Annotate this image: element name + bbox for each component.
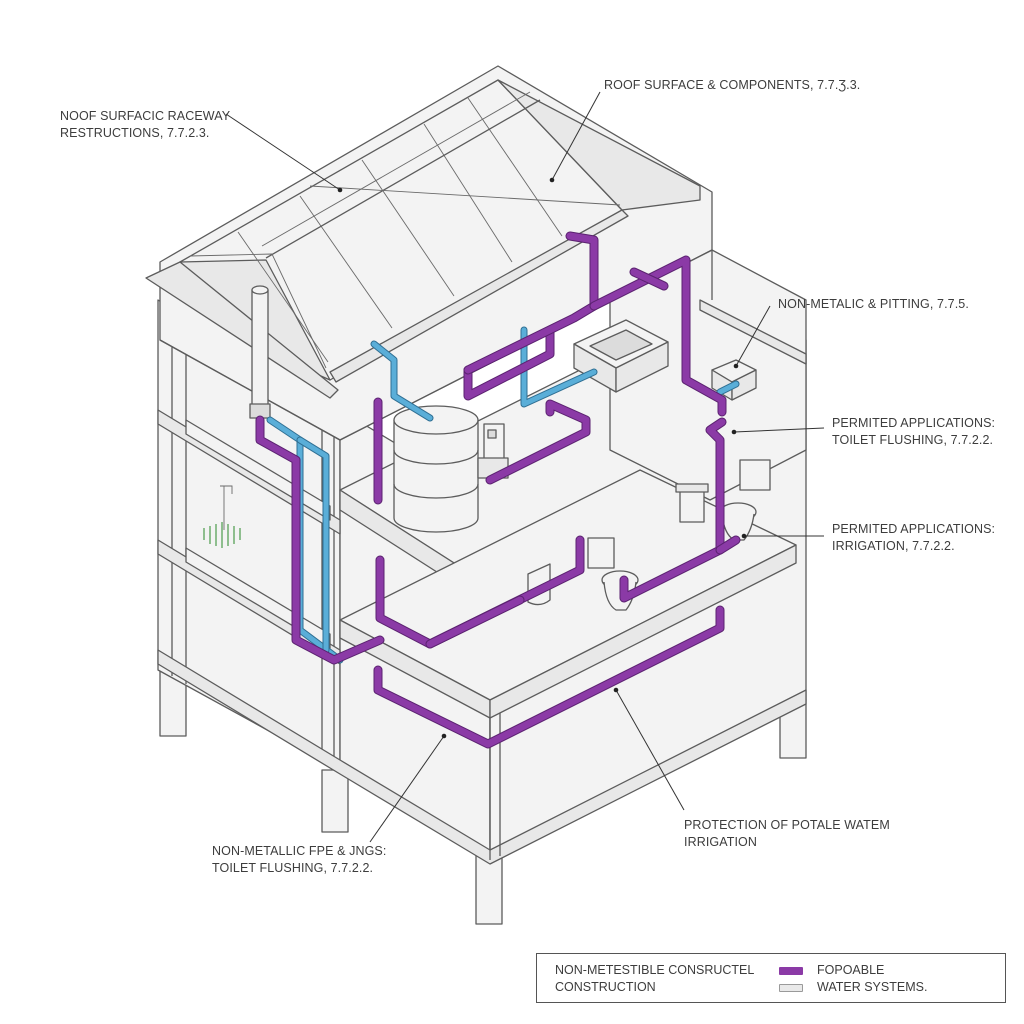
legend-left-line2: CONSTRUCTION (555, 980, 656, 994)
vent-stack (249, 285, 271, 419)
callout-protection-potable: PROTECTION OF POTALE WATEM IRRIGATION (684, 817, 890, 851)
control-box (711, 359, 757, 401)
legend-item2-label: WATER SYSTEMS. (817, 980, 928, 994)
callout-roof-surface: ROOF SURFACE & COMPONENTS, 7.7.Ʒ.3. (604, 77, 860, 94)
purple-pipes (255, 231, 741, 749)
callout-irrigation-line2: IRRIGATION, 7.7.2.2. (832, 539, 955, 553)
callout-non-metalic-pitting-line1: NON-METALIC & PITTING, 7.7.5. (778, 297, 969, 311)
callout-non-metallic-pipe: NON-METALLIC FPE & JNGS: TOILET FLUSHING… (212, 843, 386, 877)
leader-dots (337, 177, 747, 739)
legend-swatch-grey (779, 983, 803, 992)
legend-item1-label: FOPOABLE (817, 963, 885, 977)
storage-tank (393, 405, 479, 533)
callout-protection-line2: IRRIGATION (684, 835, 757, 849)
legend-swatch-purple (779, 966, 803, 975)
leader-lines (225, 91, 825, 843)
legend-item-grey: WATER SYSTEMS. (779, 979, 927, 996)
callout-non-metallic-pipe-line2: TOILET FLUSHING, 7.7.2.2. (212, 861, 374, 875)
callout-protection-line1: PROTECTION OF POTALE WATEM (684, 818, 890, 832)
planter-box (573, 319, 669, 393)
callout-roof-raceway-line2: RESTRUCTIONS, 7.7.2.3. (60, 126, 210, 140)
legend-left-text: NON-METESTIBLE CONSRUCTEL CONSTRUCTION (555, 962, 754, 996)
callout-non-metallic-pipe-line1: NON-METALLIC FPE & JNGS: (212, 844, 387, 858)
callout-irrigation-line1: PERMITED APPLICATIONS: (832, 522, 996, 536)
lower-deck (339, 469, 797, 719)
irrigation-bed (203, 485, 241, 548)
callout-roof-surface-line1: ROOF SURFACE & COMPONENTS, 7.7.Ʒ.3. (604, 78, 861, 92)
callout-roof-raceway-line1: NOOF SURFACIC RACEWAY (60, 109, 231, 123)
sink-unit (675, 483, 709, 523)
callout-toilet-flushing: PERMITED APPLICATIONS: TOILET FLUSHING, … (832, 415, 995, 449)
callout-toilet-flushing-line2: TOILET FLUSHING, 7.7.2.2. (832, 433, 994, 447)
callout-non-metalic-pitting: NON-METALIC & PITTING, 7.7.5. (778, 296, 969, 313)
legend-item-purple: FOPOABLE (779, 962, 927, 979)
callout-roof-raceway: NOOF SURFACIC RACEWAY RESTRUCTIONS, 7.7.… (60, 108, 230, 142)
legend-left-line1: NON-METESTIBLE CONSRUCTEL (555, 963, 755, 977)
callout-toilet-flushing-line1: PERMITED APPLICATIONS: (832, 416, 996, 430)
callout-irrigation: PERMITED APPLICATIONS: IRRIGATION, 7.7.2… (832, 521, 995, 555)
legend: NON-METESTIBLE CONSRUCTEL CONSTRUCTION F… (536, 953, 1006, 1003)
legend-items: FOPOABLE WATER SYSTEMS. (779, 962, 927, 996)
